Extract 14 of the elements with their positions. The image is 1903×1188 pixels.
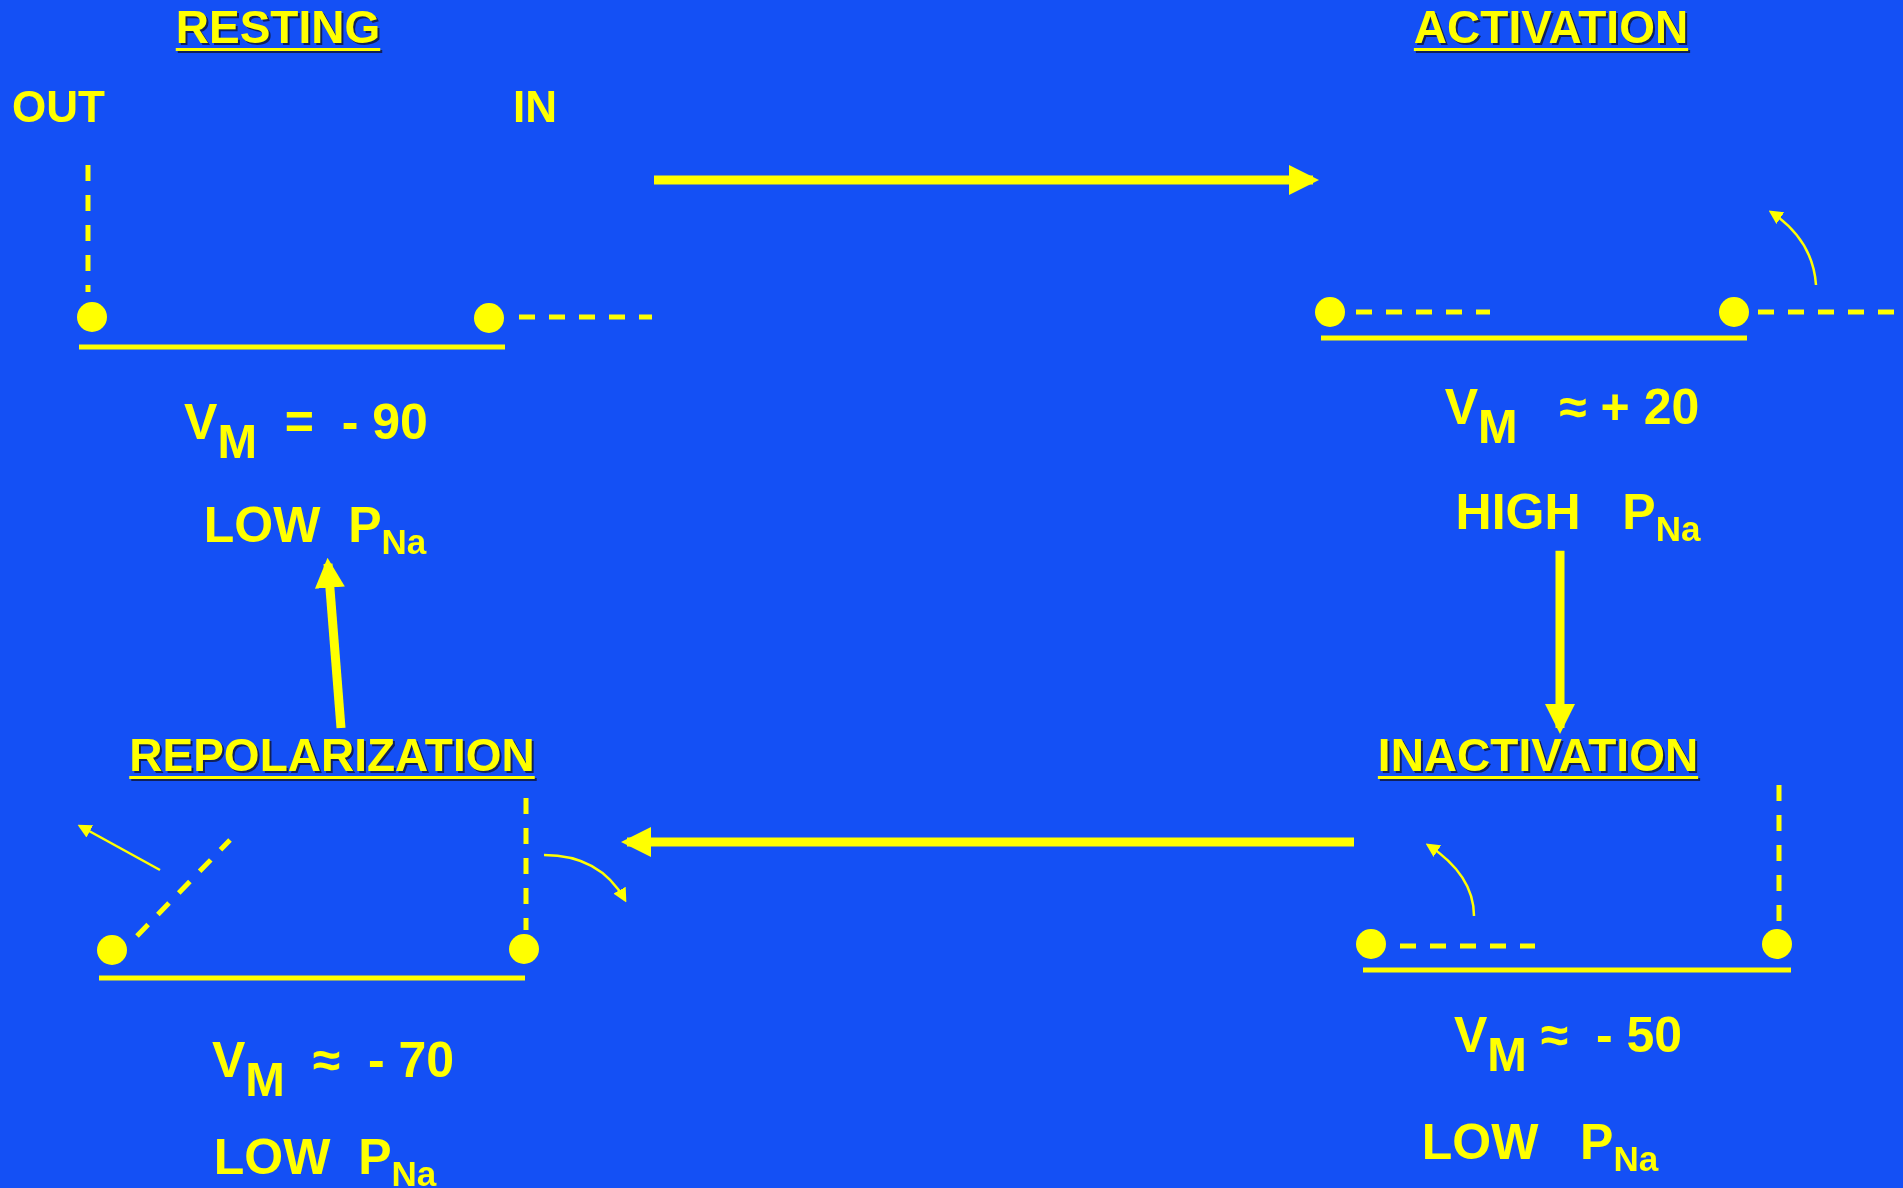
side-label: OUT — [12, 82, 105, 132]
arrow — [314, 557, 346, 729]
arrow — [1545, 550, 1575, 734]
sodium-permeability: HIGH P$_{Na}$ — [1455, 485, 1701, 549]
sodium-permeability: LOW P$_{Na}$ — [213, 1130, 437, 1188]
state-title: ACTIVATION — [1413, 2, 1689, 53]
state-title: RESTING — [175, 2, 381, 53]
sodium-permeability: LOW P$_{Na}$ — [1421, 1115, 1659, 1179]
arrow — [621, 827, 1354, 857]
state-title: REPOLARIZATION — [129, 730, 535, 781]
arrow — [654, 165, 1319, 195]
sodium-permeability: LOW P$_{Na}$ — [203, 498, 427, 562]
state-title: INACTIVATION — [1377, 730, 1699, 781]
side-label: IN — [513, 82, 557, 132]
